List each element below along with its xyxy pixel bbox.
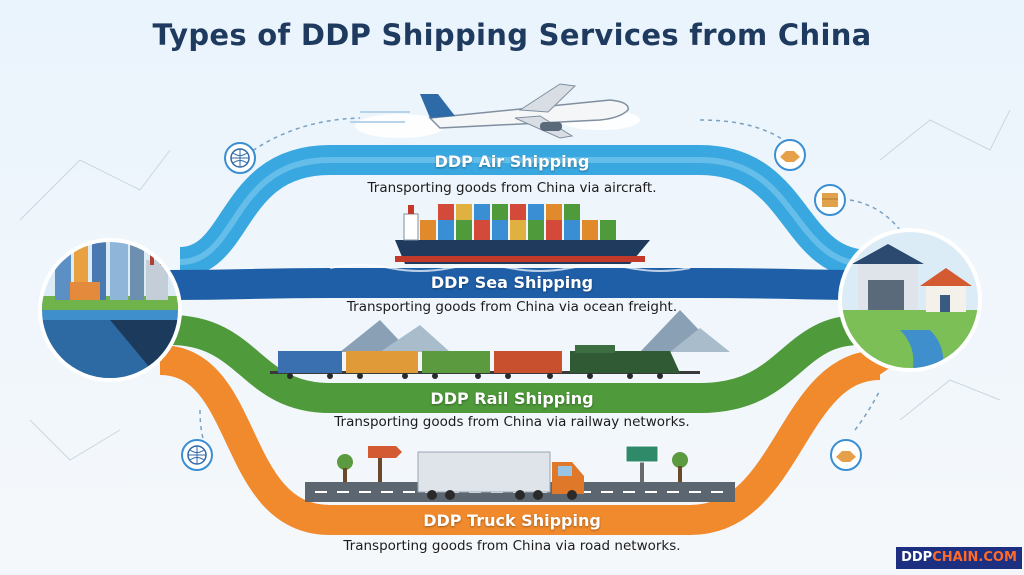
truck-route-band (158, 345, 882, 535)
sea-route-label: DDP Sea Shipping (430, 273, 594, 292)
train-illustration (270, 310, 730, 379)
rail-route-band (169, 315, 861, 413)
truck-illustration (305, 445, 735, 502)
background-network (19, 109, 1011, 461)
rail-route-description: Transporting goods from China via railwa… (334, 414, 690, 430)
air-route-label: DDP Air Shipping (434, 152, 590, 171)
page-title: Types of DDP Shipping Services from Chin… (152, 18, 872, 52)
sea-route-band (169, 268, 861, 300)
airplane-illustration (350, 83, 640, 139)
brand-watermark: DDPCHAIN.COM (896, 547, 1022, 569)
brand-suffix: CHAIN.COM (932, 550, 1017, 565)
brand-prefix: DDP (901, 550, 933, 565)
package-icon (814, 184, 846, 216)
rail-route-label: DDP Rail Shipping (430, 389, 594, 408)
air-route-description: Transporting goods from China via aircra… (367, 180, 657, 196)
truck-route-description: Transporting goods from China via road n… (343, 538, 681, 554)
origin-city-illustration (38, 238, 182, 382)
globe-icon (181, 439, 213, 471)
truck-route-label: DDP Truck Shipping (423, 511, 601, 530)
cargo-ship-illustration (395, 204, 650, 264)
handshake-icon (830, 439, 862, 471)
handshake-icon (774, 139, 806, 171)
sea-route-description: Transporting goods from China via ocean … (346, 299, 678, 315)
globe-icon (224, 142, 256, 174)
